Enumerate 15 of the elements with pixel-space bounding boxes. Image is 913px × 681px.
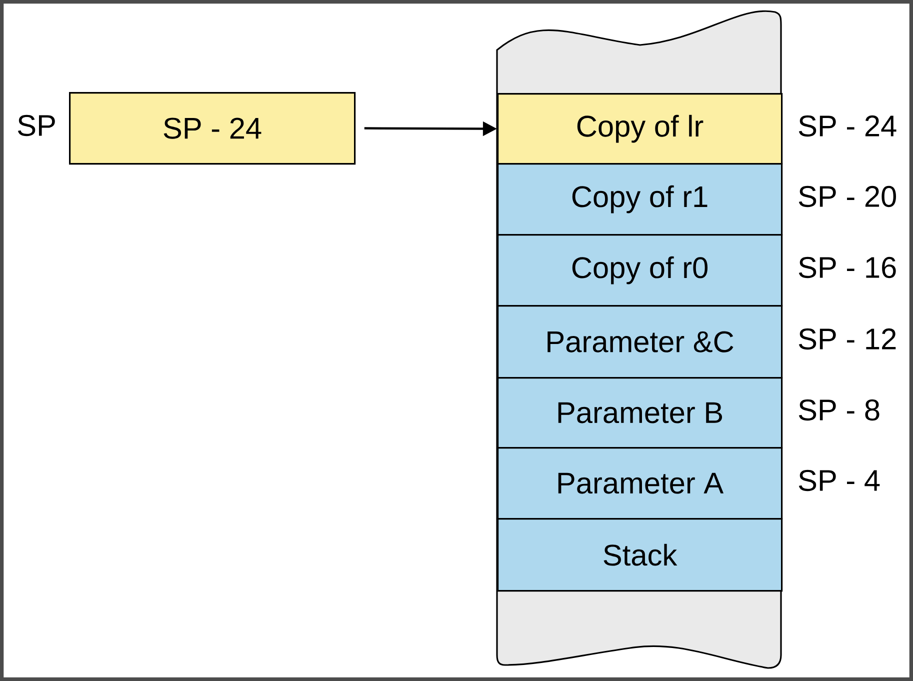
offset-label: SP - 8 [798, 399, 880, 421]
offset-label: SP - 20 [798, 186, 896, 208]
register-label: SP [18, 114, 55, 136]
stack-cell: Parameter &C [497, 305, 783, 379]
offset-label: SP - 24 [798, 115, 896, 137]
offset-label: SP - 12 [798, 328, 896, 350]
stack-cell: Copy of r0 [497, 234, 783, 307]
offset-label: SP - 16 [798, 256, 896, 278]
stack-cell: Parameter B [497, 377, 783, 449]
pointer-box: SP - 24 [69, 92, 356, 165]
stack-cell: Stack [497, 518, 783, 592]
offset-label: SP - 4 [798, 470, 880, 492]
stack-cell: Copy of lr [497, 93, 783, 165]
stack-cell: Parameter A [497, 447, 783, 520]
stack-cell: Copy of r1 [497, 163, 783, 236]
